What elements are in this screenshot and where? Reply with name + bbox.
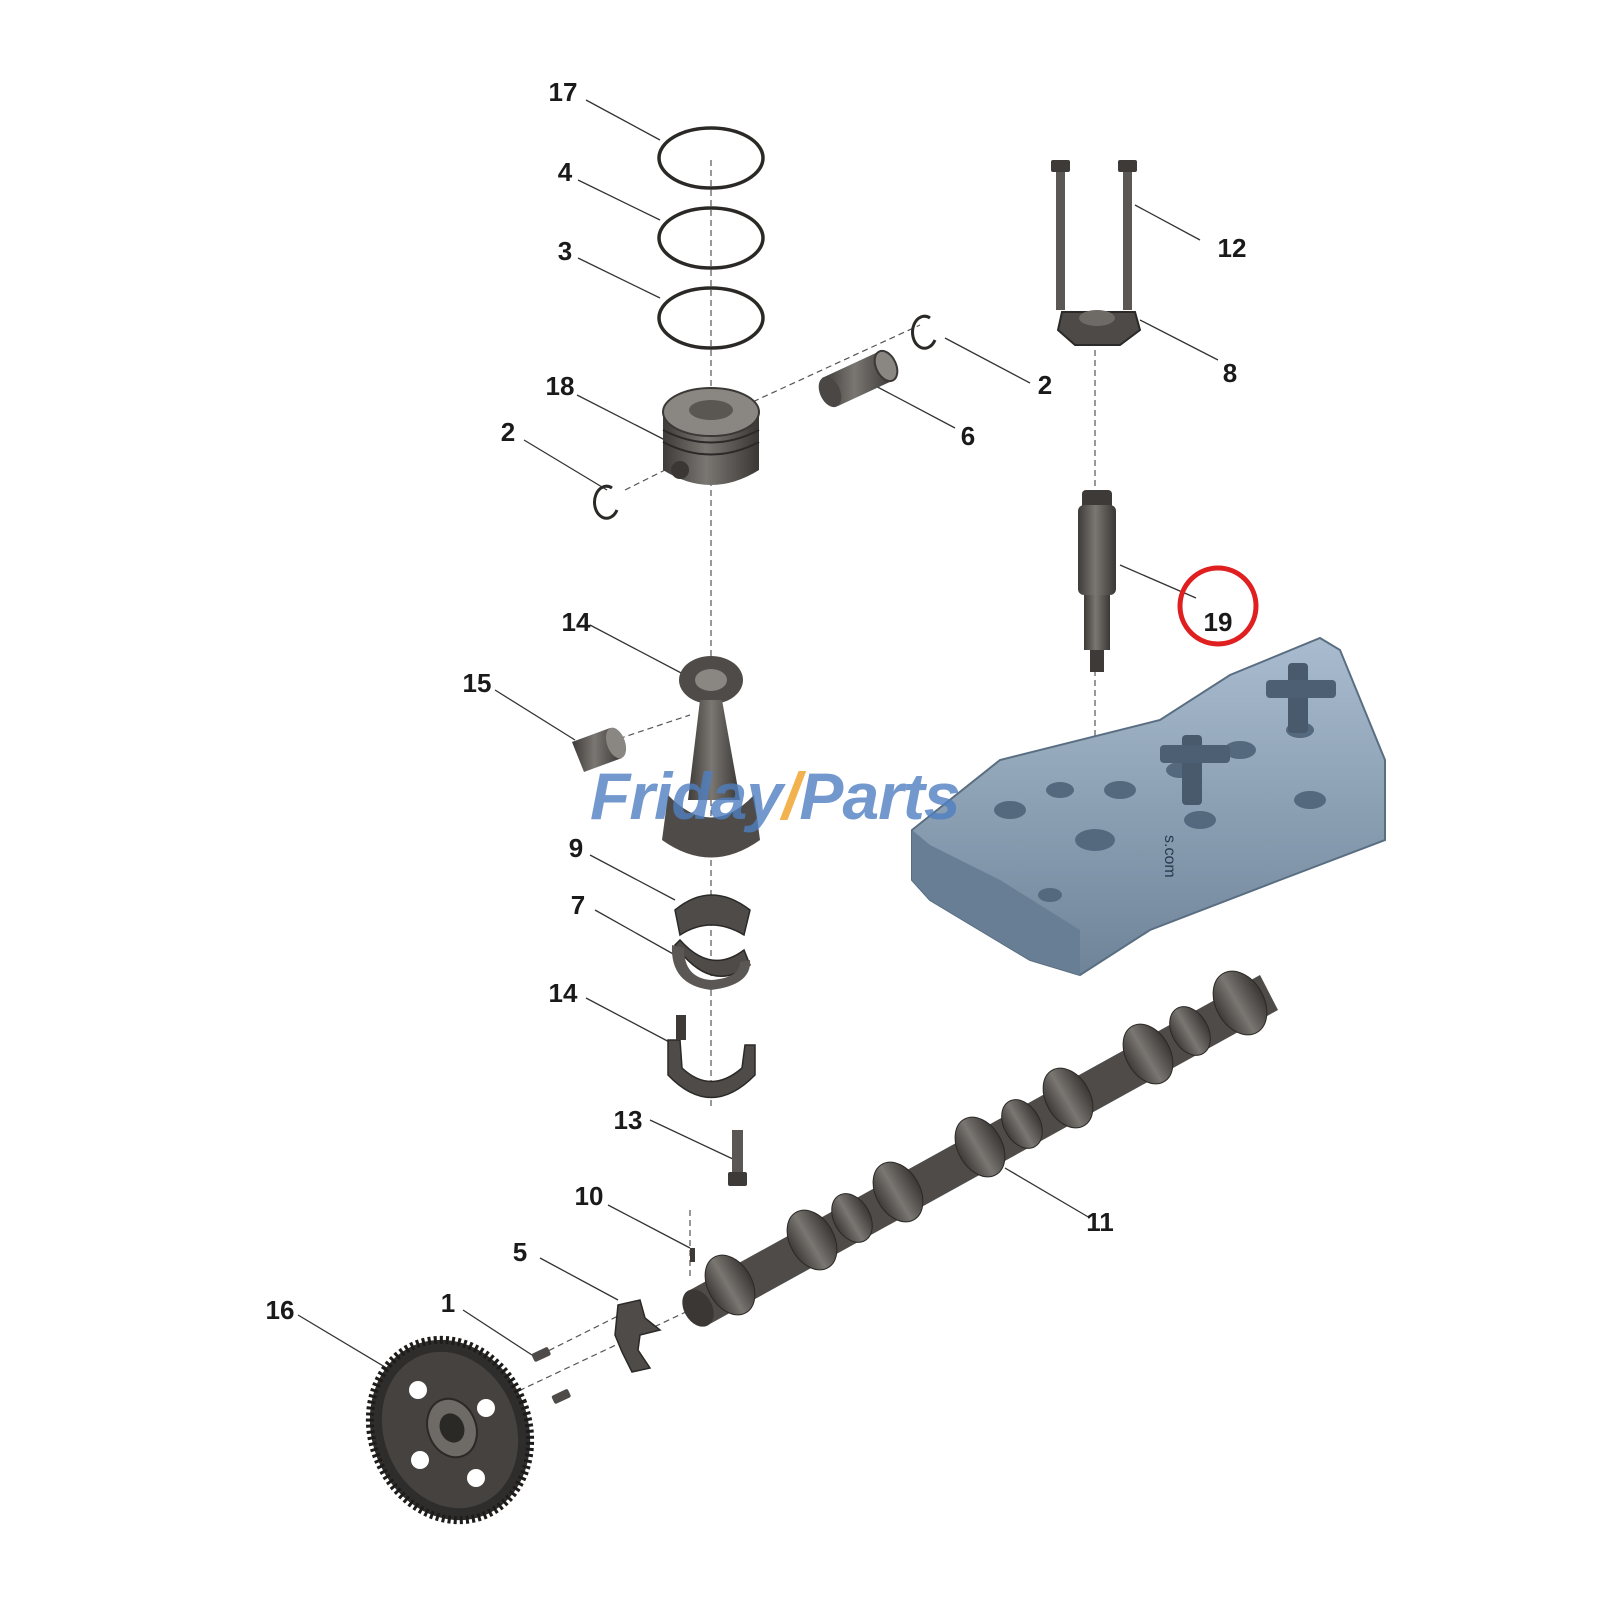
callout-2-left: 2 bbox=[500, 417, 516, 447]
camshaft-gear bbox=[365, 1335, 535, 1525]
callout-12: 12 bbox=[1217, 233, 1247, 263]
callout-14-cap: 14 bbox=[548, 978, 578, 1008]
cylinder-head bbox=[911, 636, 1386, 977]
callout-11: 11 bbox=[1086, 1207, 1114, 1237]
small-end-bushing bbox=[572, 727, 627, 772]
callout-18: 18 bbox=[545, 371, 575, 401]
callout-3: 3 bbox=[557, 236, 573, 266]
piston-rings bbox=[657, 126, 765, 350]
thrust-plate-screws bbox=[531, 1347, 571, 1404]
callout-1: 1 bbox=[440, 1288, 456, 1318]
watermark-logo: Friday/Parts bbox=[590, 759, 961, 833]
connecting-rod bbox=[662, 656, 760, 858]
callout-2-right: 2 bbox=[1037, 370, 1053, 400]
piston bbox=[662, 387, 760, 485]
callout-5: 5 bbox=[512, 1237, 528, 1267]
callout-15: 15 bbox=[462, 668, 492, 698]
piston-pin bbox=[818, 349, 899, 408]
fuel-injector bbox=[1078, 490, 1116, 672]
callout-13: 13 bbox=[613, 1105, 643, 1135]
injector-clamp bbox=[1056, 310, 1142, 346]
callout-10: 10 bbox=[574, 1181, 604, 1211]
connecting-rod-cap bbox=[667, 1015, 756, 1099]
bearing-shells bbox=[671, 894, 751, 990]
clamp-bolts bbox=[1051, 160, 1137, 310]
callout-17: 17 bbox=[548, 77, 578, 107]
thrust-plate bbox=[614, 1299, 662, 1373]
callout-8: 8 bbox=[1222, 358, 1238, 388]
dowel-pin bbox=[690, 1248, 695, 1262]
callout-14-rod: 14 bbox=[561, 607, 591, 637]
circlips bbox=[593, 314, 937, 520]
callout-19: 19 bbox=[1203, 607, 1233, 637]
callout-16: 16 bbox=[265, 1295, 295, 1325]
installed-injectors bbox=[1160, 663, 1336, 805]
watermark-domain: s.com bbox=[1161, 835, 1178, 878]
highlight-circle bbox=[1177, 565, 1259, 647]
leader-lines bbox=[297, 99, 1219, 1371]
callout-4: 4 bbox=[557, 157, 573, 187]
callout-7: 7 bbox=[570, 890, 586, 920]
callout-6: 6 bbox=[960, 421, 976, 451]
callout-9: 9 bbox=[568, 833, 584, 863]
camshaft bbox=[682, 970, 1278, 1327]
rod-bolt bbox=[728, 1130, 747, 1186]
